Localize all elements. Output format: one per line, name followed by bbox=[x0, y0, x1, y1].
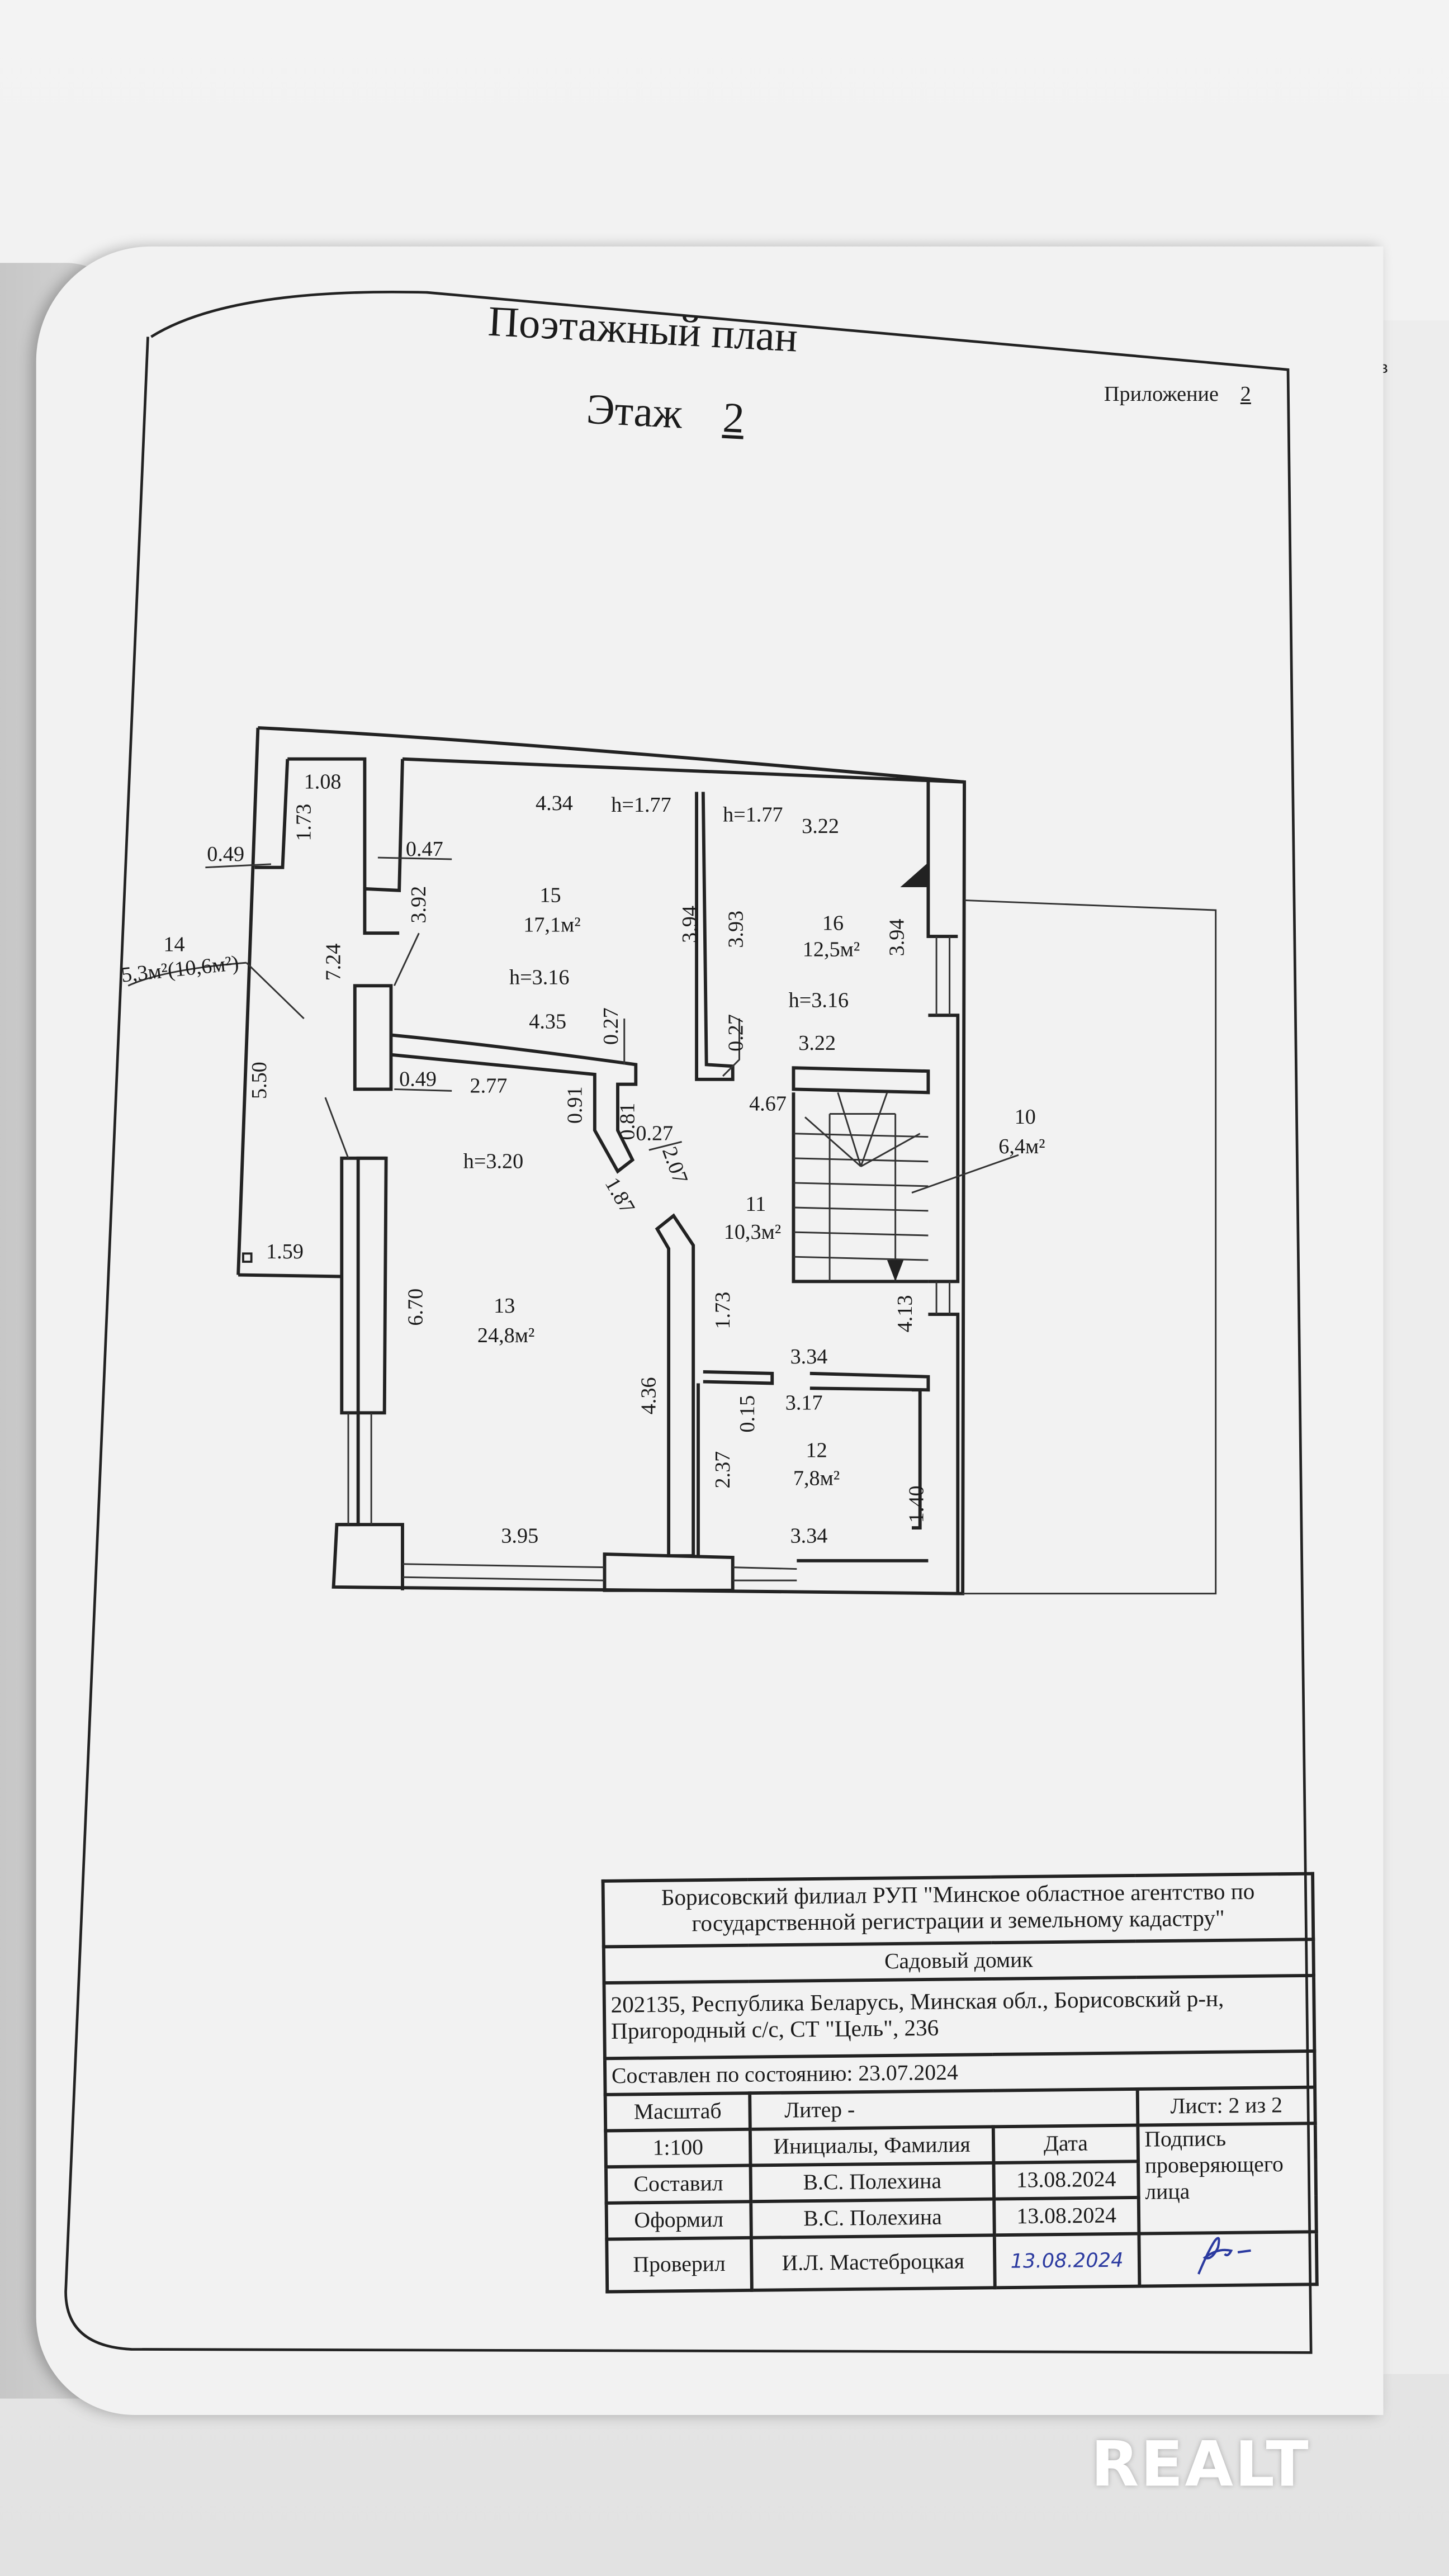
room-10-area: 6,4м² bbox=[998, 1135, 1045, 1158]
dimension-label: 2.07 bbox=[657, 1144, 692, 1187]
dimension-label: 3.94 bbox=[678, 906, 702, 943]
dimension-label: 4.36 bbox=[637, 1377, 661, 1414]
dimension-label: h=3.16 bbox=[509, 965, 569, 989]
room-15-area: 17,1м² bbox=[523, 913, 580, 936]
dimension-label: 0.49 bbox=[399, 1068, 437, 1091]
dimension-label: 7.24 bbox=[321, 944, 345, 981]
dimension-label: 0.27 bbox=[599, 1007, 623, 1045]
person-name: В.С. Полехина bbox=[750, 2162, 995, 2202]
dimension-label: 0.27 bbox=[724, 1014, 747, 1052]
room-10-number: 10 bbox=[1015, 1105, 1036, 1129]
names-header: Инициалы, Фамилия bbox=[750, 2127, 994, 2166]
sheet-number: Лист: 2 из 2 bbox=[1137, 2087, 1315, 2125]
person-name: В.С. Полехина bbox=[751, 2199, 995, 2238]
room-16-area: 12,5м² bbox=[803, 937, 860, 961]
dimension-label: 1.87 bbox=[600, 1173, 640, 1218]
dimension-label: 3.17 bbox=[785, 1391, 823, 1414]
role-label: Оформил bbox=[606, 2201, 751, 2239]
organization: Борисовский филиал РУП "Минское областно… bbox=[603, 1873, 1314, 1947]
dimension-label: 4.34 bbox=[536, 792, 573, 815]
dimension-label: 1.40 bbox=[905, 1485, 929, 1523]
scale-label: Масштаб bbox=[605, 2093, 750, 2131]
scale-value: 1:100 bbox=[605, 2129, 751, 2167]
dimension-label: h=3.20 bbox=[463, 1149, 523, 1173]
realt-watermark-logo: REALT bbox=[1091, 2428, 1310, 2501]
dimension-label: 4.35 bbox=[529, 1010, 566, 1034]
signature-cell bbox=[1139, 2232, 1317, 2286]
dimension-label: 1.73 bbox=[292, 804, 315, 841]
role-label: Проверил bbox=[607, 2237, 752, 2292]
dimension-label: 4.13 bbox=[893, 1295, 917, 1333]
handwritten-signature bbox=[1197, 2237, 1251, 2275]
dimension-label: 1.08 bbox=[304, 770, 342, 794]
dimension-label: 3.34 bbox=[790, 1524, 828, 1548]
dimension-label: 2.37 bbox=[711, 1451, 735, 1489]
sign-date: 13.08.2024 bbox=[994, 2197, 1139, 2236]
liter: Литер - bbox=[750, 2089, 1138, 2129]
dimension-label: 0.15 bbox=[736, 1395, 759, 1433]
room-12-number: 12 bbox=[806, 1439, 827, 1462]
dimension-label: 0.47 bbox=[406, 837, 443, 861]
dimension-label: 0.49 bbox=[207, 842, 244, 866]
dimension-label: 6.70 bbox=[404, 1289, 427, 1326]
room-11-number: 11 bbox=[745, 1192, 766, 1216]
dimension-label: 3.92 bbox=[407, 886, 430, 924]
title-block: Борисовский филиал РУП "Минское областно… bbox=[602, 1872, 1319, 2294]
dimension-label: h=1.77 bbox=[723, 803, 783, 826]
dimension-label: 3.34 bbox=[790, 1345, 828, 1368]
appendix-number: 2 bbox=[1240, 381, 1251, 406]
dimension-label: 2.77 bbox=[470, 1074, 507, 1097]
room-13-area: 24,8м² bbox=[477, 1324, 534, 1347]
dimension-label: 5.50 bbox=[248, 1062, 271, 1099]
dimension-label: 0.27 bbox=[636, 1122, 673, 1145]
dimension-label: 0.91 bbox=[563, 1086, 586, 1124]
dimension-label: 3.95 bbox=[501, 1524, 538, 1548]
dimension-label: 1.59 bbox=[266, 1240, 304, 1263]
dimension-label: 3.94 bbox=[885, 919, 908, 956]
room-15-number: 15 bbox=[539, 883, 561, 907]
room-14-number: 14 bbox=[163, 933, 184, 956]
person-name: И.Л. Мастеброцкая bbox=[751, 2235, 995, 2290]
room-12-area: 7,8м² bbox=[793, 1467, 840, 1490]
room-11-area: 10,3м² bbox=[724, 1220, 781, 1244]
sign-date: 13.08.2024 bbox=[993, 2161, 1139, 2199]
appendix-label: Приложение bbox=[1104, 381, 1219, 406]
dimension-label: h=3.16 bbox=[789, 988, 849, 1012]
room-16-number: 16 bbox=[822, 911, 844, 935]
dimension-label: 3.22 bbox=[798, 1031, 836, 1055]
dimension-label: h=1.77 bbox=[611, 793, 671, 817]
handwritten-date: 13.08.2024 bbox=[994, 2233, 1140, 2288]
date-header: Дата bbox=[993, 2125, 1139, 2163]
dimension-label: 3.22 bbox=[802, 815, 839, 838]
room-13-number: 13 bbox=[494, 1294, 515, 1318]
paper-sheet bbox=[36, 246, 1384, 2416]
room-14-area: 5,3м²(10,6м²) bbox=[120, 951, 240, 987]
dimension-label: 4.67 bbox=[749, 1092, 787, 1116]
dimension-label: 0.81 bbox=[615, 1103, 639, 1140]
dimension-label: 3.93 bbox=[724, 911, 747, 948]
signature-header: Подпись проверяющего лица bbox=[1138, 2123, 1317, 2234]
dimension-label: 1.73 bbox=[711, 1292, 735, 1329]
role-label: Составил bbox=[605, 2165, 751, 2203]
address: 202135, Республика Беларусь, Минская обл… bbox=[604, 1975, 1315, 2059]
